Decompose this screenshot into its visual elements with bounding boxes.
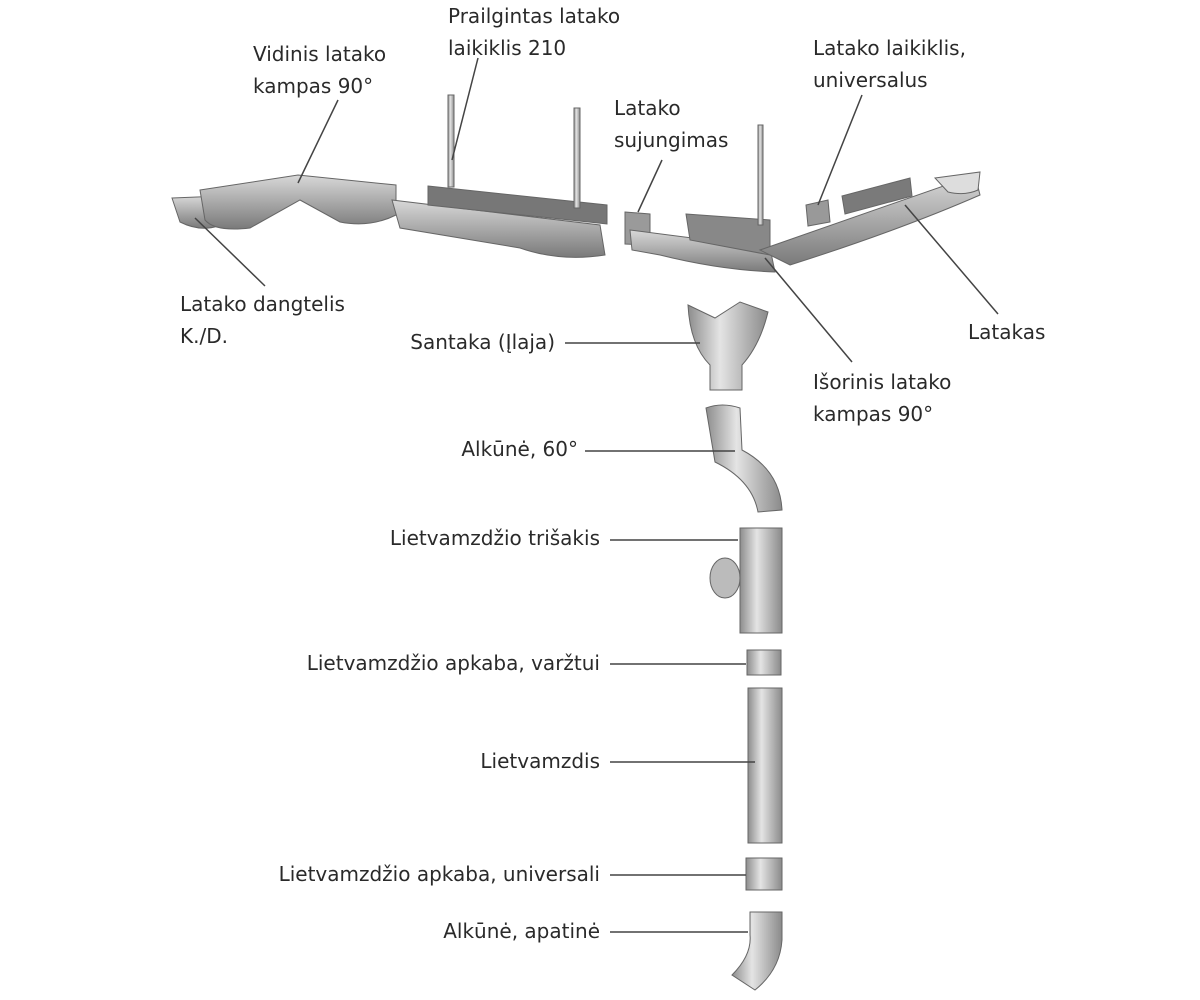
label-line: Vidinis latako xyxy=(253,42,387,66)
outlet xyxy=(687,301,769,391)
gutter-cover xyxy=(427,185,608,225)
bracket-screw xyxy=(746,649,782,676)
label-line: Išorinis latako xyxy=(813,370,952,394)
extended-hanger-2 xyxy=(573,107,581,209)
label-line: Latako xyxy=(614,96,681,120)
label-line: Prailgintas latako xyxy=(448,4,621,28)
label-line: sujungimas xyxy=(614,128,729,152)
extended-hanger-1 xyxy=(447,94,455,188)
label-branch: Lietvamzdžio trišakis xyxy=(389,526,600,550)
label-gutter-hanger: Latako laikiklis, universalus xyxy=(813,32,966,96)
label-line: Latako laikiklis, xyxy=(813,36,966,60)
gutter-section-mid xyxy=(629,229,776,273)
gutter-assembly xyxy=(171,94,981,273)
label-elbow-bottom: Alkūnė, apatinė xyxy=(443,919,600,943)
label-outer-corner: Išorinis latako kampas 90° xyxy=(813,366,951,430)
branch-inlet xyxy=(709,557,741,599)
extended-hanger-3 xyxy=(757,124,764,226)
elbow-60 xyxy=(705,404,783,513)
label-line: laikiklis 210 xyxy=(448,36,567,60)
label-line: Latako dangtelis xyxy=(180,292,345,316)
label-line: kampas 90° xyxy=(253,74,374,98)
label-downpipe: Lietvamzdis xyxy=(480,749,600,773)
label-extended-hanger: Prailgintas latako laikiklis 210 xyxy=(448,0,620,64)
downpipe-assembly xyxy=(687,301,783,991)
leader-line xyxy=(297,99,339,184)
label-line: universalus xyxy=(813,68,928,92)
label-gutter: Latakas xyxy=(968,320,1046,344)
downpipe xyxy=(747,687,783,844)
leader-line xyxy=(817,94,863,206)
bracket-universal xyxy=(745,857,783,891)
end-cap-right xyxy=(933,171,981,195)
label-line: kampas 90° xyxy=(813,402,934,426)
label-elbow-60: Alkūnė, 60° xyxy=(461,437,578,461)
leader-line xyxy=(764,257,853,363)
leader-line xyxy=(904,204,999,315)
label-inner-corner: Vidinis latako kampas 90° xyxy=(253,38,386,102)
label-bracket-universal: Lietvamzdžio apkaba, universali xyxy=(278,862,600,886)
gutter-section-right xyxy=(758,174,981,266)
inner-corner xyxy=(199,174,397,230)
leader-line xyxy=(194,217,266,287)
label-outlet: Santaka (Įlaja) xyxy=(410,330,555,354)
branch-pipe xyxy=(739,527,783,634)
leader-line xyxy=(451,57,479,161)
elbow-bottom xyxy=(731,911,783,991)
leader-lines xyxy=(194,57,999,933)
gutter-section-left xyxy=(391,199,606,258)
label-line: K./D. xyxy=(180,324,228,348)
label-bracket-screw: Lietvamzdžio apkaba, varžtui xyxy=(306,651,600,675)
gutter-hanger xyxy=(805,199,831,227)
leader-line xyxy=(637,159,663,213)
gutter-cover-right xyxy=(841,177,913,215)
label-gutter-joint: Latako sujungimas xyxy=(614,92,728,156)
